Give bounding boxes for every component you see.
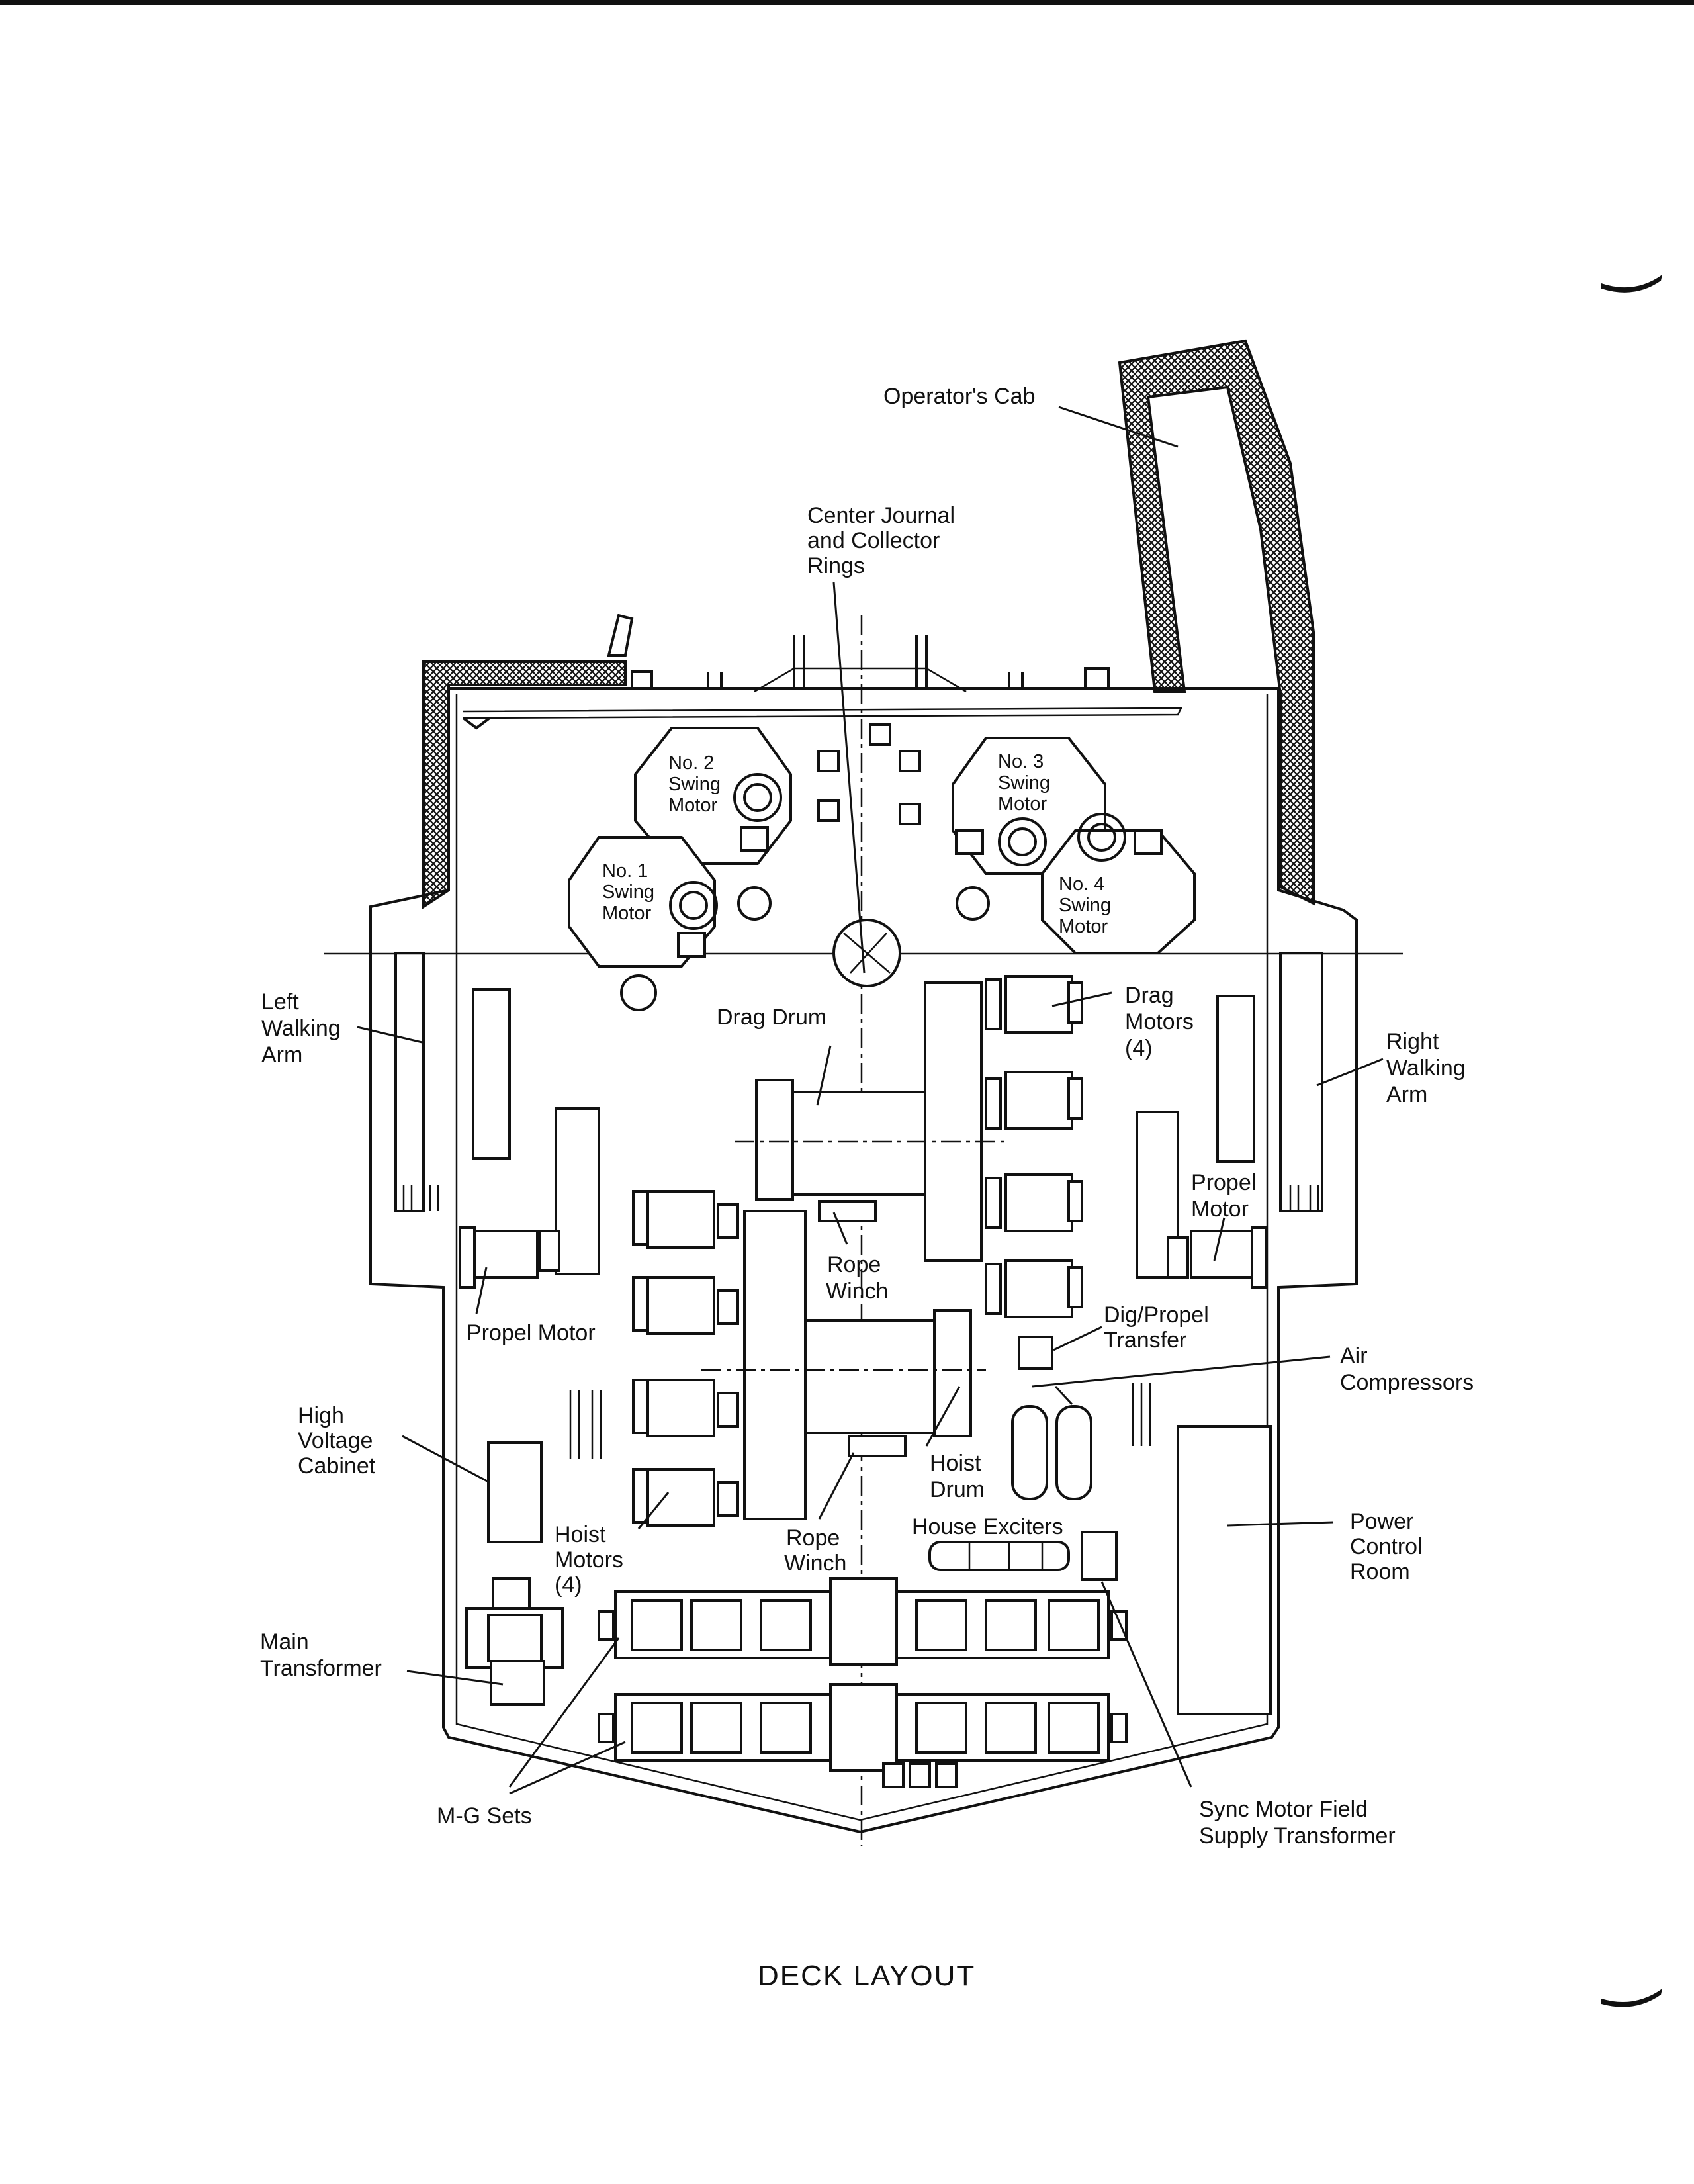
mg-sets [598, 1577, 1128, 1788]
label-operators-cab: Operator's Cab [883, 384, 1035, 409]
center-journal [832, 919, 901, 987]
label-main-transformer: Main Transformer [260, 1629, 382, 1681]
label-left-walking-arm: Left Walking Arm [261, 989, 347, 1068]
dig-propel-transfer [1018, 1336, 1053, 1370]
hoist-motors [632, 1190, 739, 1527]
drag-motors [985, 975, 1083, 1318]
binder-mark-bottom [1601, 1989, 1662, 2007]
label-air-compressors: Air Compressors [1340, 1343, 1474, 1395]
deck-inner-outline [455, 694, 1269, 1821]
deck-brackets [607, 614, 1110, 688]
label-hoist-motors: Hoist Motors (4) [555, 1522, 629, 1598]
label-propel-motor-right: Propel Motor [1191, 1170, 1263, 1222]
left-walking-arm-housing [394, 952, 425, 1212]
page-title: DECK LAYOUT [758, 1960, 975, 1992]
label-drag-drum: Drag Drum [717, 1005, 826, 1030]
label-swing-motor-1: No. 1 Swing Motor [602, 860, 660, 924]
label-right-walking-arm: Right Walking Arm [1386, 1029, 1472, 1107]
air-compressor-2 [1055, 1405, 1092, 1500]
operators-cab [1118, 339, 1315, 906]
drag-drum-assembly [472, 975, 1255, 1318]
right-walking-arm-housing [1279, 952, 1323, 1212]
label-swing-motor-4: No. 4 Swing Motor [1059, 874, 1116, 937]
label-drag-motors: Drag Motors (4) [1125, 983, 1200, 1061]
mg-rotors-bottom [598, 1702, 1128, 1754]
sync-motor-transformer [1081, 1531, 1118, 1581]
left-hull-wall [422, 660, 627, 909]
main-transformer [465, 1577, 564, 1706]
label-swing-motor-3: No. 3 Swing Motor [998, 751, 1055, 815]
rope-winch-upper [818, 1200, 877, 1222]
drag-drum [755, 1079, 794, 1201]
air-compressor-1 [1011, 1405, 1048, 1500]
label-rope-winch-upper: Rope Winch [826, 1252, 888, 1304]
deck-outline [369, 687, 1358, 1834]
leader-lines [357, 406, 1384, 1795]
label-mg-sets: M-G Sets [437, 1803, 532, 1829]
power-control-room [1177, 1425, 1272, 1715]
hoist-drum [933, 1309, 972, 1437]
label-house-exciters: House Exciters [912, 1514, 1063, 1539]
swing-motors [568, 723, 1196, 1011]
label-sync-motor-transformer: Sync Motor Field Supply Transformer [1199, 1797, 1396, 1848]
label-hoist-drum: Hoist Drum [930, 1451, 987, 1502]
label-center-journal: Center Journal and Collector Rings [807, 503, 961, 578]
label-power-control-room: Power Control Room [1350, 1509, 1429, 1584]
label-propel-motor-left: Propel Motor [467, 1320, 596, 1345]
house-exciters [928, 1541, 1070, 1571]
label-rope-winch-lower: Rope Winch [784, 1525, 846, 1576]
swing-motor-4-housing [1041, 829, 1196, 954]
label-high-voltage-cabinet: High Voltage Cabinet [298, 1403, 379, 1479]
diagram-labels: Operator's Cab Center Journal and Collec… [260, 384, 1474, 1992]
high-voltage-cabinet [487, 1441, 543, 1543]
mg-rotors-top [598, 1599, 1128, 1651]
binder-mark-top [1601, 275, 1662, 293]
hoist-drum-assembly [569, 1190, 1151, 1527]
label-dig-propel-transfer: Dig/Propel Transfer [1104, 1302, 1215, 1353]
rope-winch-lower [848, 1435, 907, 1457]
label-swing-motor-2: No. 2 Swing Motor [668, 752, 726, 816]
